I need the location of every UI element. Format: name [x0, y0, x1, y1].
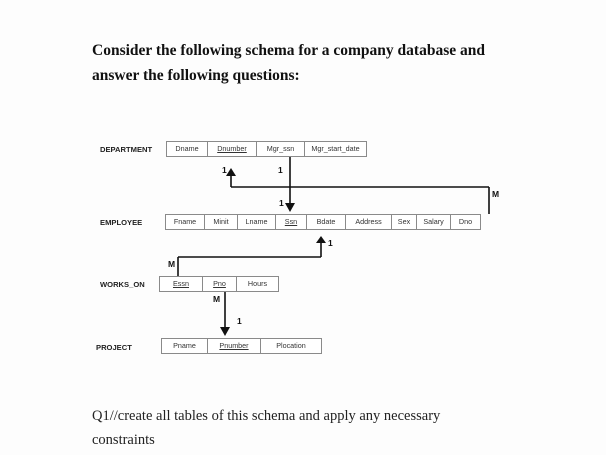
cardinality-ssn-top: 1 — [279, 198, 284, 208]
employee-attr-lname: Lname — [238, 215, 276, 229]
department-attr-dnumber: Dnumber — [208, 142, 257, 156]
employee-attr-minit: Minit — [205, 215, 238, 229]
question-line-2: constraints — [92, 432, 155, 448]
cardinality-ssn-right: 1 — [328, 238, 333, 248]
project-attr-plocation: Plocation — [276, 341, 306, 350]
works-on-table: Essn Pno Hours — [159, 276, 279, 292]
cardinality-essn: M — [168, 259, 176, 269]
department-attr-mgr-start-date: Mgr_start_date — [311, 144, 360, 153]
employee-attr-bdate: Bdate — [307, 215, 346, 229]
employee-attr-sex: Sex — [392, 215, 417, 229]
employee-attr-salary: Salary — [417, 215, 451, 229]
employee-attr-ssn: Ssn — [276, 215, 307, 229]
dnumber-arrowhead — [226, 168, 236, 176]
project-label: PROJECT — [96, 343, 132, 352]
question-line-1: Q1//create all tables of this schema and… — [92, 408, 441, 424]
cardinality-pno: M — [213, 294, 221, 304]
cardinality-mgr-ssn: 1 — [278, 165, 283, 175]
question: Q1//create all tables of this schema and… — [92, 404, 572, 452]
works-on-attr-essn: Essn — [160, 277, 203, 291]
cardinality-dnumber: 1 — [222, 165, 227, 175]
cardinality-dno: M — [492, 189, 500, 199]
department-attr-mgr-ssn: Mgr_ssn — [257, 142, 305, 156]
employee-attr-dno: Dno — [458, 217, 473, 226]
works-on-label: WORKS_ON — [100, 280, 145, 289]
ssn-arrowhead — [316, 236, 326, 243]
department-table: Dname Dnumber Mgr_ssn Mgr_start_date — [166, 141, 367, 157]
project-attr-pnumber: Pnumber — [208, 339, 261, 353]
works-on-attr-pno: Pno — [203, 277, 237, 291]
project-attr-pname: Pname — [162, 339, 208, 353]
heading: Consider the following schema for a comp… — [92, 38, 572, 88]
department-attr-dname: Dname — [167, 142, 208, 156]
works-on-attr-hours: Hours — [247, 279, 268, 288]
project-table: Pname Pnumber Plocation — [161, 338, 322, 354]
mgrssn-arrowhead — [285, 203, 295, 212]
heading-line-2: answer the following questions: — [92, 67, 300, 84]
employee-attr-fname: Fname — [166, 215, 205, 229]
employee-table: Fname Minit Lname Ssn Bdate Address Sex … — [165, 214, 481, 230]
department-label: DEPARTMENT — [100, 145, 153, 154]
employee-attr-address: Address — [346, 215, 392, 229]
employee-label: EMPLOYEE — [100, 218, 143, 227]
cardinality-pnumber: 1 — [237, 316, 242, 326]
pno-arrowhead — [220, 327, 230, 336]
heading-line-1: Consider the following schema for a comp… — [92, 42, 485, 59]
